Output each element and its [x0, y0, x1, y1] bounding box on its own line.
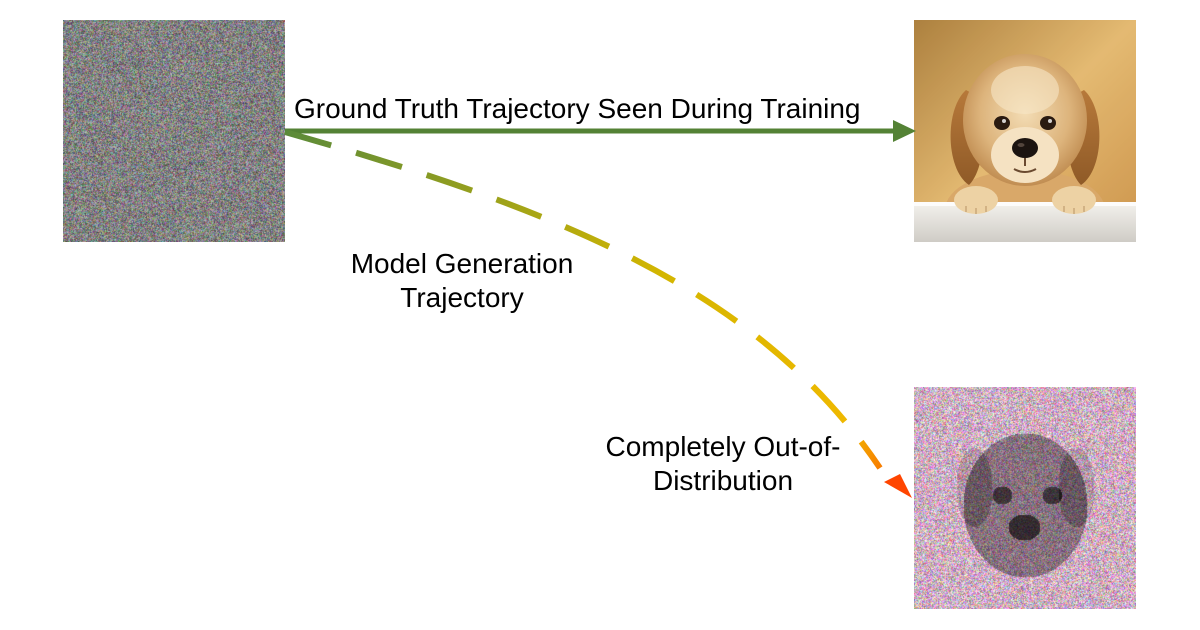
- out-of-distribution-label-line1: Completely Out-of-: [605, 431, 841, 462]
- pure-noise-image: [63, 20, 285, 242]
- noisy-dog-canvas: [914, 387, 1136, 609]
- out-of-distribution-label: Completely Out-of- Distribution: [588, 430, 858, 498]
- model-generation-label-line2: Trajectory: [400, 282, 524, 313]
- noisy-dog-image: [914, 387, 1136, 609]
- ground-truth-arrowhead: [893, 120, 916, 142]
- ground-truth-label: Ground Truth Trajectory Seen During Trai…: [294, 93, 861, 124]
- model-generation-label-line1: Model Generation: [350, 248, 574, 279]
- out-of-distribution-label-line2: Distribution: [652, 465, 794, 496]
- model-generation-label: Model Generation Trajectory: [332, 247, 592, 315]
- model-generation-arrowhead: [884, 474, 912, 498]
- noise-canvas: [63, 20, 285, 242]
- puppy-illustration: [914, 20, 1136, 242]
- golden-retriever-puppy-photo: [914, 20, 1136, 242]
